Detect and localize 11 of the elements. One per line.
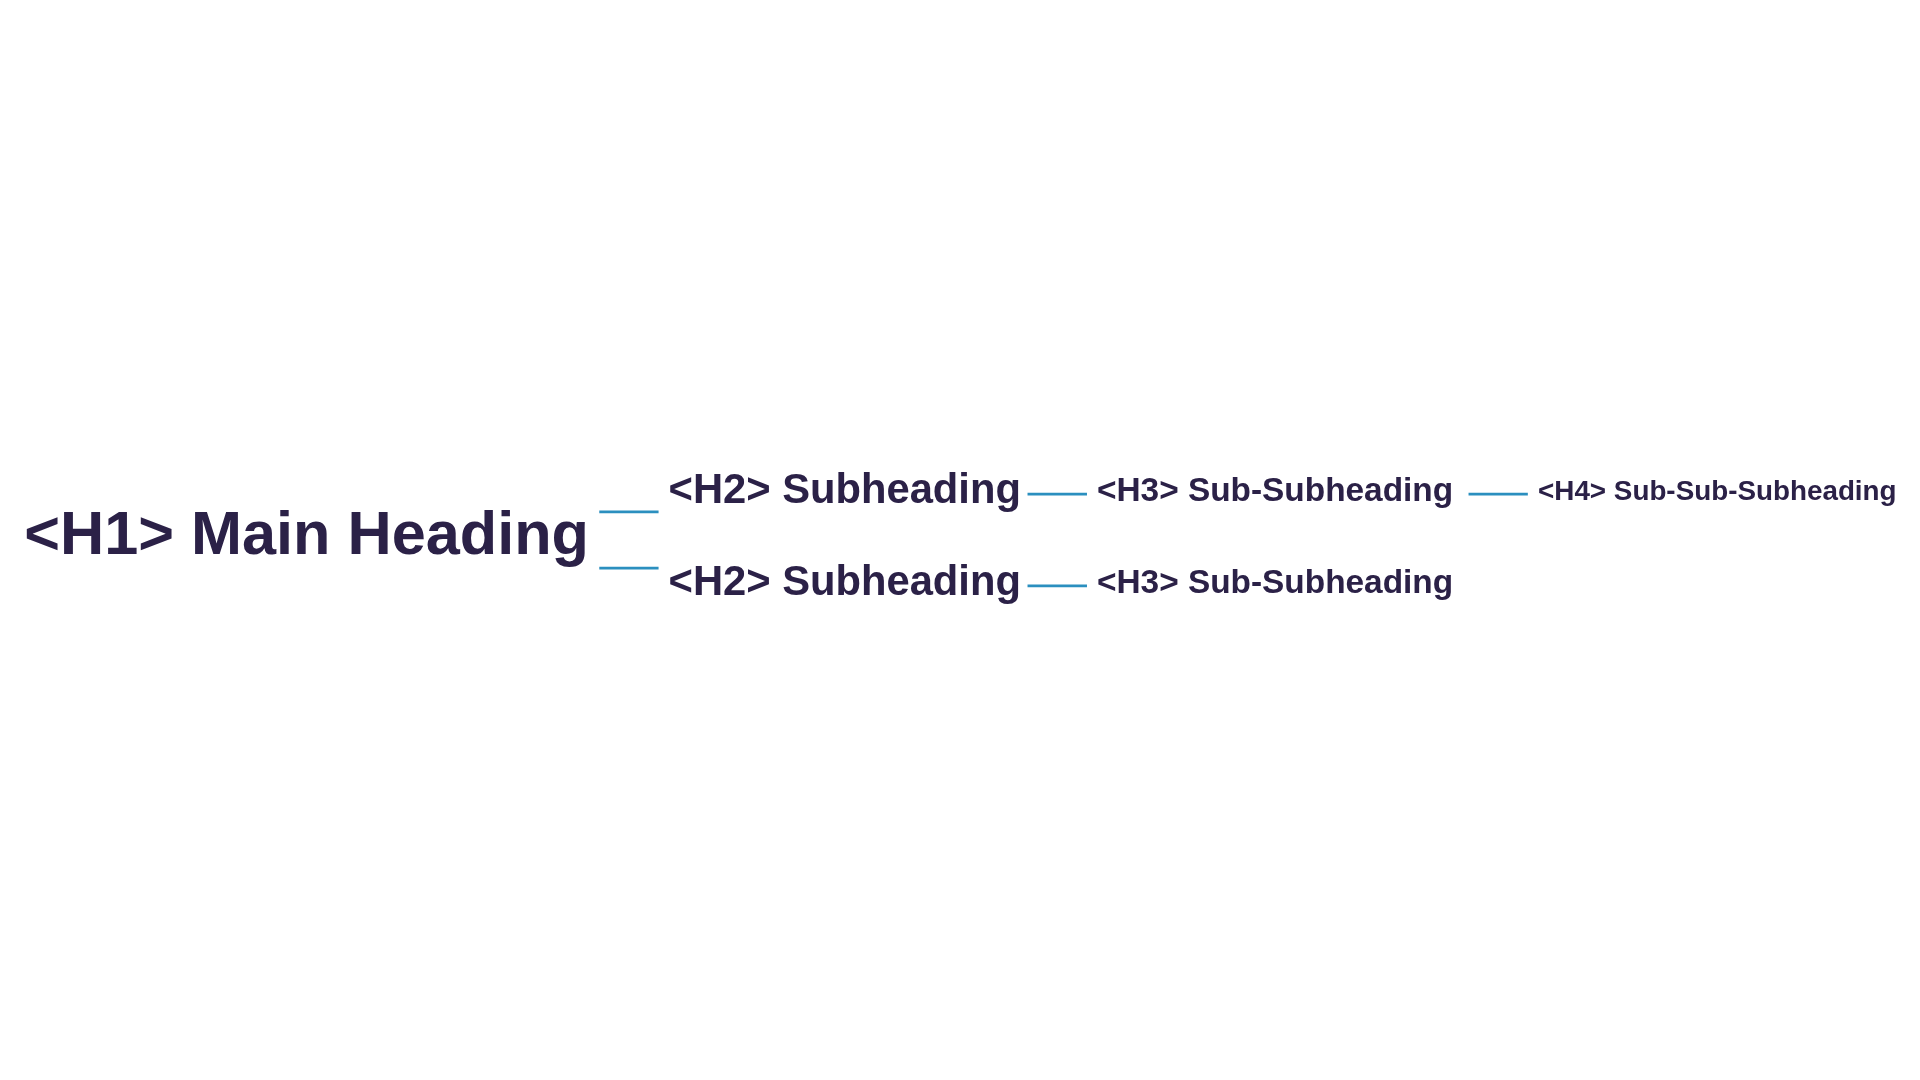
node-text: <H3> Sub-Subheading: [1097, 563, 1454, 601]
connector: [1027, 492, 1087, 496]
node-text: <H4> Sub-Sub-Subheading: [1538, 474, 1897, 506]
connector: [599, 510, 659, 514]
connector: [1027, 584, 1087, 588]
connector: [599, 566, 659, 570]
node-text: <H3> Sub-Subheading: [1097, 471, 1454, 509]
connector: [1468, 492, 1528, 496]
node-text: <H2> Subheading: [668, 556, 1021, 604]
node-text: <H1> Main Heading: [24, 499, 589, 568]
node-text: <H2> Subheading: [668, 465, 1021, 513]
